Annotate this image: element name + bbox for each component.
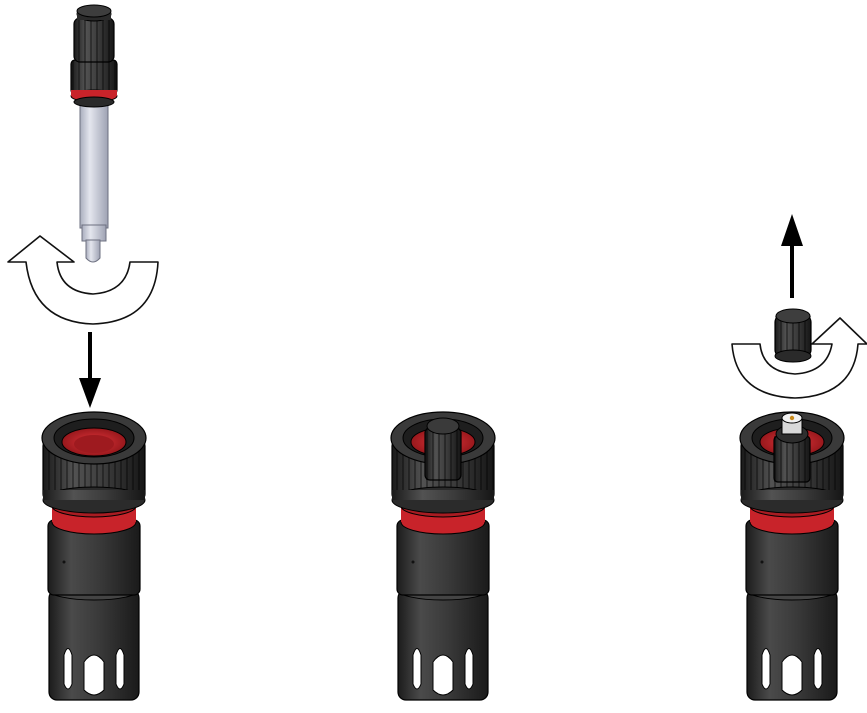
- protective-cap: [774, 308, 812, 363]
- rotate-arrow-icon: [731, 317, 867, 399]
- rotate-arrow-icon: [7, 235, 159, 325]
- sensor-housing: [41, 411, 147, 701]
- step-2-electrode-mounted: [390, 411, 496, 701]
- step-3-remove-cap: [731, 214, 867, 701]
- arrow-up-icon: [781, 214, 803, 298]
- step-1-insert-electrode: [7, 4, 159, 701]
- electrode-connector: [773, 412, 811, 483]
- arrow-down-icon: [79, 332, 101, 408]
- electrode: [70, 4, 118, 263]
- electrode-head: [424, 417, 462, 481]
